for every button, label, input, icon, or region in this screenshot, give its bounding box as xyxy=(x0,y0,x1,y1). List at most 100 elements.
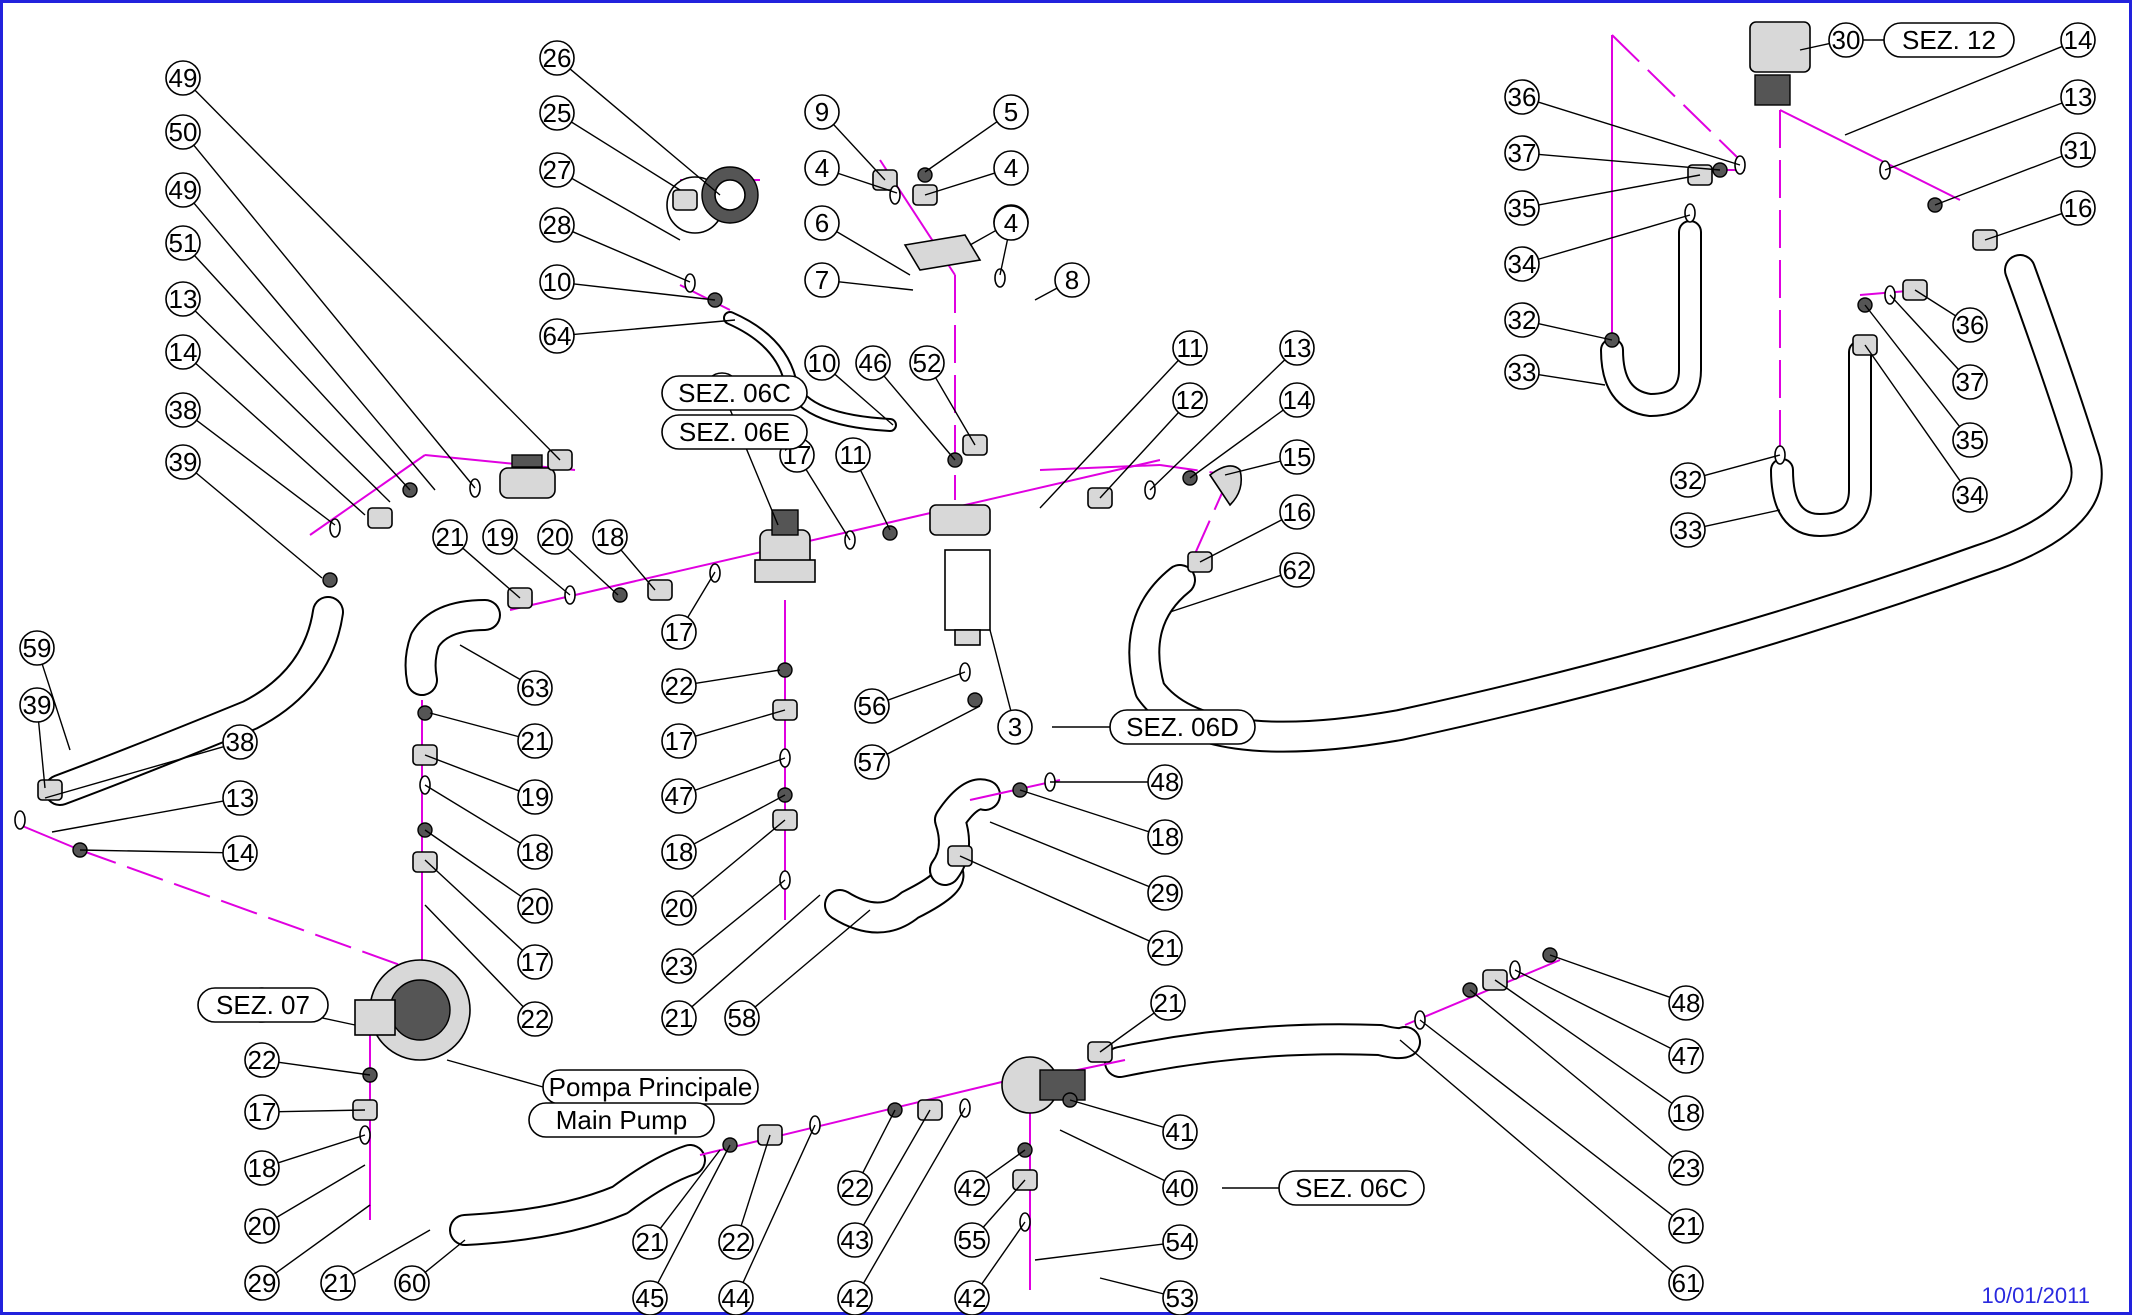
callout-number: 14 xyxy=(169,337,198,367)
callout-number: 21 xyxy=(636,1227,665,1257)
leader-line xyxy=(1549,954,1671,999)
leader-line xyxy=(924,121,998,173)
callout-number: 33 xyxy=(1508,357,1537,387)
leader-line xyxy=(1914,289,1957,317)
leader-line xyxy=(1494,979,1673,1104)
callout-number: 13 xyxy=(169,284,198,314)
leader-line xyxy=(836,231,911,276)
section-label-sez06d: SEZ. 06D xyxy=(1052,709,1256,745)
leader-line xyxy=(985,1149,1026,1179)
callout-number: 45 xyxy=(636,1283,665,1313)
part-callout: 11 xyxy=(835,437,871,473)
callout-number: 16 xyxy=(2064,193,2093,223)
part-callout: 42 xyxy=(954,1280,990,1315)
part-callout: 41 xyxy=(1162,1114,1198,1150)
fitting xyxy=(322,572,338,588)
leader-line xyxy=(659,1149,721,1229)
section-label-text: SEZ. 06C xyxy=(678,378,791,408)
leader-line xyxy=(1099,1012,1155,1053)
callout-number: 34 xyxy=(1956,480,1985,510)
leader-line xyxy=(999,239,1009,276)
leader-line xyxy=(834,373,894,426)
part-callout: 22 xyxy=(661,668,697,704)
leader-line xyxy=(571,121,681,191)
leader-line xyxy=(276,1164,366,1218)
callout-number: 55 xyxy=(958,1225,987,1255)
callout-number: 42 xyxy=(958,1283,987,1313)
part-callout: 30 xyxy=(1828,22,1864,58)
callouts: 4950495113143839593938131426252728106494… xyxy=(19,22,2096,1315)
leader-line xyxy=(1099,1277,1164,1295)
callout-number: 35 xyxy=(1508,193,1537,223)
callout-number: 20 xyxy=(521,891,550,921)
part-callout: 7 xyxy=(804,262,840,298)
fitting xyxy=(647,579,673,601)
leader-line xyxy=(1884,102,2063,171)
callout-number: 22 xyxy=(665,671,694,701)
callout-number: 13 xyxy=(1283,333,1312,363)
leader-line xyxy=(1199,519,1283,563)
part-callout: 39 xyxy=(165,444,201,480)
part-callout: 53 xyxy=(1162,1280,1198,1315)
leader-line xyxy=(424,754,520,792)
part-callout: 13 xyxy=(1279,330,1315,366)
leader-line xyxy=(620,549,656,591)
callout-number: 19 xyxy=(486,522,515,552)
leader-line xyxy=(1039,359,1179,509)
part-callout: 63 xyxy=(517,670,553,706)
section-label-sez12: SEZ. 12 xyxy=(1863,22,2015,58)
callout-number: 26 xyxy=(543,43,572,73)
leader-line xyxy=(691,819,786,898)
callout-number: 21 xyxy=(1151,933,1180,963)
leader-line xyxy=(1034,287,1058,301)
fitting xyxy=(917,167,933,183)
leader-line xyxy=(1034,1243,1164,1261)
leader-line xyxy=(989,629,1012,711)
part-callout: 61 xyxy=(1668,1265,1704,1301)
part-callout: 62 xyxy=(1279,552,1315,588)
part-callout: 17 xyxy=(661,614,697,650)
callout-number: 21 xyxy=(521,726,550,756)
callout-number: 34 xyxy=(1508,249,1537,279)
callout-number: 11 xyxy=(840,440,867,470)
callout-number: 46 xyxy=(859,348,888,378)
part-callout: 47 xyxy=(1668,1038,1704,1074)
part-callout: 49 xyxy=(165,60,201,96)
leader-line xyxy=(969,229,997,246)
part-callout: 44 xyxy=(718,1280,754,1315)
part-callout: 55 xyxy=(954,1222,990,1258)
callout-number: 12 xyxy=(1176,385,1205,415)
fitting xyxy=(684,273,696,293)
callout-number: 39 xyxy=(169,447,198,477)
part-callout: 11 xyxy=(1172,330,1208,366)
callout-number: 33 xyxy=(1674,515,1703,545)
callout-number: 49 xyxy=(169,63,198,93)
callout-number: 62 xyxy=(1283,555,1312,585)
callout-number: 18 xyxy=(665,837,694,867)
callout-number: 37 xyxy=(1956,367,1985,397)
leader-line xyxy=(687,571,716,618)
callout-number: 39 xyxy=(23,690,52,720)
callout-number: 48 xyxy=(1151,767,1180,797)
callout-number: 36 xyxy=(1508,82,1537,112)
filter-3 xyxy=(929,504,991,646)
leader-line xyxy=(1149,359,1286,491)
callout-number: 28 xyxy=(543,210,572,240)
pressure-regulator-24 xyxy=(754,509,816,583)
leader-line xyxy=(1019,789,1150,833)
callout-number: 17 xyxy=(665,617,694,647)
fitting xyxy=(367,507,393,529)
part-callout: 34 xyxy=(1504,246,1540,282)
part-callout: 12 xyxy=(1172,382,1208,418)
callout-number: 18 xyxy=(1672,1098,1701,1128)
leader-line xyxy=(1799,42,1830,51)
leader-line xyxy=(859,469,891,531)
part-callout: 43 xyxy=(837,1222,873,1258)
callout-number: 11 xyxy=(1177,333,1204,363)
section-label-pompa: Pompa Principale xyxy=(446,1059,759,1105)
leader-line xyxy=(41,663,71,751)
part-callout: 50 xyxy=(165,114,201,150)
